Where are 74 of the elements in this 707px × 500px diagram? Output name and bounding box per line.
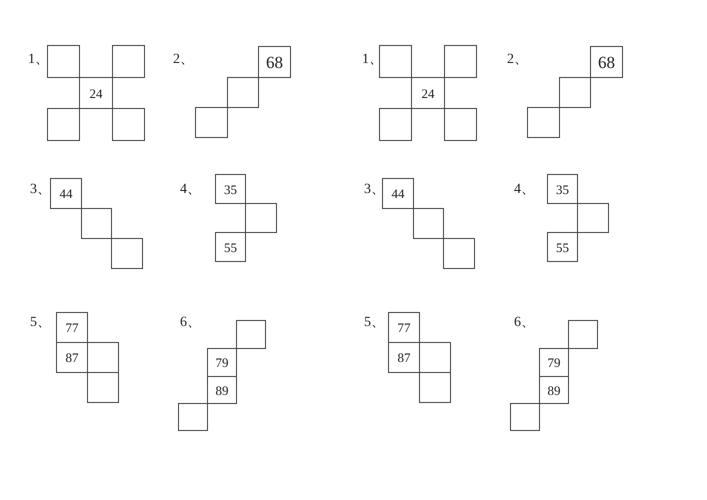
answer-square [419, 342, 451, 373]
question-number: 5、 [364, 314, 385, 331]
answer-square [56, 312, 88, 343]
question-number: 3、 [30, 181, 51, 198]
number: 79 [548, 356, 560, 369]
question-number: 1、 [28, 51, 49, 68]
number: 35 [224, 182, 237, 196]
answer-square [568, 320, 598, 349]
question-number: 5、 [30, 314, 51, 331]
answer-square [112, 45, 145, 78]
question-number: 6、 [180, 314, 201, 331]
answer-square [87, 342, 119, 373]
number: 68 [266, 54, 283, 70]
question-number: 2、 [173, 51, 194, 68]
answer-square [227, 77, 259, 108]
answer-square [559, 77, 591, 108]
number: 55 [556, 240, 569, 254]
number: 35 [556, 182, 569, 196]
answer-square [577, 203, 609, 233]
number: 89 [548, 384, 560, 396]
question-number: 1、 [362, 51, 383, 68]
answer-square [87, 372, 119, 403]
question-number: 3、 [364, 181, 385, 198]
answer-square [111, 238, 143, 269]
answer-square [47, 108, 80, 141]
question-number: 4、 [180, 181, 201, 198]
answer-square [379, 45, 412, 78]
answer-square [411, 77, 445, 109]
answer-square [81, 208, 112, 239]
answer-square [527, 107, 560, 138]
answer-square [547, 232, 578, 262]
answer-square [388, 312, 420, 343]
question-number: 2、 [507, 51, 528, 68]
answer-square [443, 238, 475, 269]
answer-square [539, 348, 569, 377]
answer-square [178, 403, 208, 431]
question-number: 6、 [514, 314, 535, 331]
answer-square [510, 403, 540, 431]
number: 55 [224, 240, 237, 254]
answer-square [539, 376, 569, 404]
number: 79 [216, 356, 228, 369]
answer-square [215, 174, 246, 204]
answer-square [382, 178, 414, 209]
answer-square [245, 203, 277, 233]
number: 77 [66, 321, 78, 334]
number: 89 [216, 384, 228, 396]
question-number: 4、 [514, 181, 535, 198]
number: 44 [392, 187, 404, 200]
answer-square [47, 45, 80, 78]
answer-square [56, 342, 88, 373]
answer-square [195, 107, 228, 138]
answer-square [379, 108, 412, 141]
number: 87 [66, 351, 78, 364]
answer-square [112, 108, 145, 141]
answer-square [590, 46, 623, 78]
answer-square [258, 46, 291, 78]
number: 24 [90, 86, 102, 100]
number: 77 [398, 321, 410, 334]
number: 44 [60, 187, 72, 200]
answer-square [215, 232, 246, 262]
answer-square [50, 178, 82, 209]
answer-square [207, 376, 237, 404]
answer-square [547, 174, 578, 204]
answer-square [236, 320, 266, 349]
answer-square [444, 108, 477, 141]
answer-square [413, 208, 444, 239]
answer-square [79, 77, 113, 109]
answer-square [419, 372, 451, 403]
answer-square [388, 342, 420, 373]
answer-square [207, 348, 237, 377]
number: 24 [422, 86, 434, 100]
number: 68 [598, 54, 615, 70]
answer-square [444, 45, 477, 78]
number: 87 [398, 351, 410, 364]
